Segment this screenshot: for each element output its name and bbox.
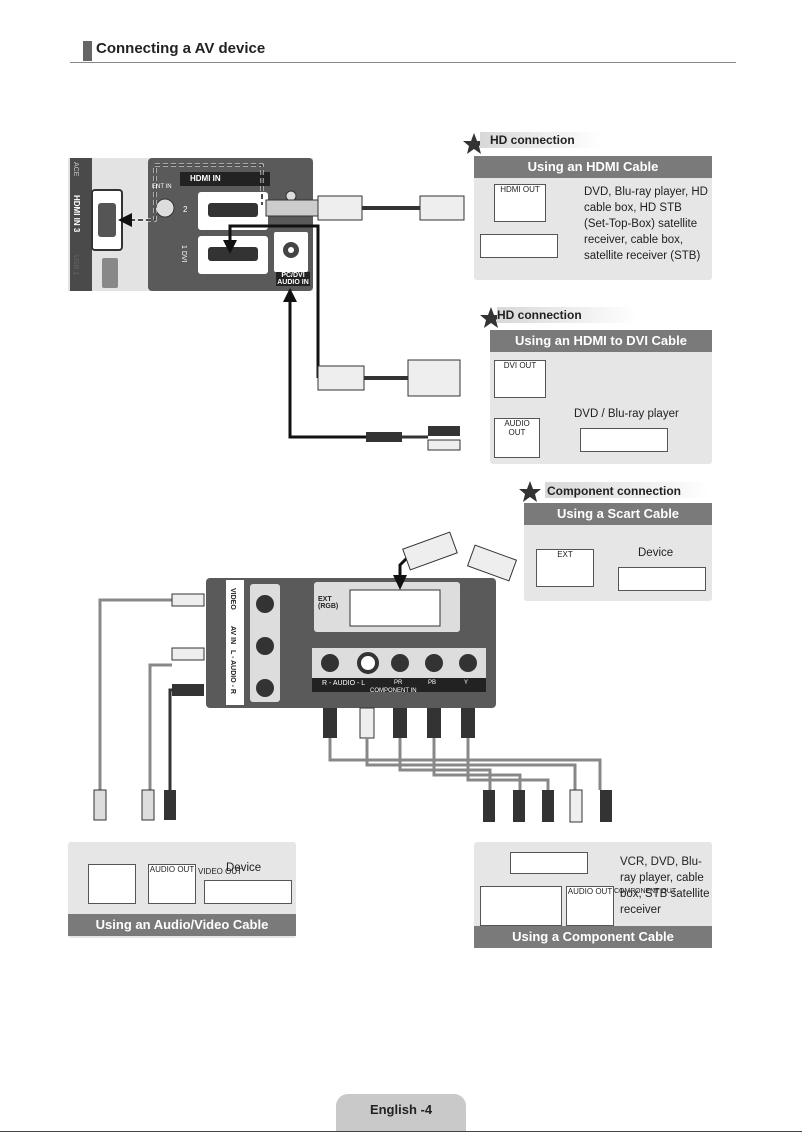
dvi-out-box: DVI OUT bbox=[494, 360, 546, 398]
header-rule bbox=[70, 62, 736, 63]
port1-label: 1 DVI bbox=[180, 245, 187, 263]
pb-label: PB bbox=[428, 680, 437, 686]
video-label: VIDEO bbox=[229, 588, 236, 610]
scart-panel-title: Using a Scart Cable bbox=[524, 503, 712, 525]
av-panel-title: Using an Audio/Video Cable bbox=[68, 914, 296, 936]
pr-label: PR bbox=[394, 680, 403, 686]
av-audio-label: L - AUDIO - R bbox=[229, 650, 236, 694]
audio-cable bbox=[288, 290, 370, 439]
hdmi-out-box: HDMI OUT bbox=[494, 184, 546, 222]
hdmi-in-label: HDMI IN bbox=[190, 174, 221, 183]
ext-label: EXT bbox=[557, 550, 573, 559]
component-audio-label: R - AUDIO - L bbox=[322, 680, 366, 687]
usb-label: USB 1 bbox=[72, 255, 79, 276]
comp-audio-out-box: AUDIO OUT bbox=[566, 886, 614, 926]
hdmi-plug-dvi bbox=[317, 365, 365, 391]
component-panel-title: Using a Component Cable bbox=[474, 926, 712, 948]
av-audio-out-label: AUDIO OUT bbox=[149, 865, 195, 874]
device-icon bbox=[480, 234, 558, 258]
hdmi-description: DVD, Blu-ray player, HD cable box, HD ST… bbox=[584, 186, 708, 262]
av-panel: AUDIO OUT VIDEO OUT Device Using an Audi… bbox=[68, 842, 296, 938]
hdmi-heading: HD connection bbox=[490, 133, 575, 147]
av-video-cable bbox=[98, 598, 172, 800]
scart-description: Device bbox=[638, 547, 674, 559]
audio-out-box: AUDIO OUT bbox=[148, 864, 196, 904]
audio-out-label: AUDIO OUT bbox=[504, 419, 530, 437]
y-label: Y bbox=[464, 680, 469, 686]
hdmi-dvi-panel: Using an HDMI to DVI Cable DVI OUT AUDIO… bbox=[490, 330, 712, 464]
device-icon bbox=[618, 567, 706, 591]
scart-panel: Using a Scart Cable EXT Device bbox=[524, 503, 712, 601]
video-out-box bbox=[88, 864, 136, 904]
component-out-label: COMPONENT OUT bbox=[614, 888, 677, 895]
hdmi-dvi-panel-title: Using an HDMI to DVI Cable bbox=[490, 330, 712, 352]
hdmi-plug-left bbox=[317, 195, 363, 221]
audio-out-box: AUDIO OUT bbox=[494, 418, 540, 458]
ace-label: ACE bbox=[72, 162, 79, 177]
hdmi-panel: Using an HDMI Cable HDMI OUT DVD, Blu-ra… bbox=[474, 156, 712, 280]
hdmi-heading-bar bbox=[480, 132, 600, 148]
scart-heading: Component connection bbox=[547, 484, 681, 498]
av-video-out-label: VIDEO OUT bbox=[198, 867, 243, 876]
dvi-out-label: DVI OUT bbox=[503, 361, 537, 370]
device-icon bbox=[580, 428, 668, 452]
component-cable bbox=[328, 738, 602, 790]
hdmi-dvi-heading: HD connection bbox=[497, 308, 582, 322]
hdmi-dvi-cable bbox=[228, 224, 320, 378]
hdmi-dvi-heading-bar bbox=[497, 307, 637, 323]
star-icon bbox=[480, 307, 502, 328]
hdmi-out-label: HDMI OUT bbox=[500, 185, 540, 194]
ent-in-label: ENT IN bbox=[152, 184, 172, 190]
component-out-box bbox=[480, 886, 562, 926]
hdmi-in3-label: HDMI IN 3 bbox=[72, 195, 81, 233]
hdmi-plug-right bbox=[419, 195, 465, 221]
dvi-plug bbox=[407, 359, 461, 397]
av-in-label-strip bbox=[226, 580, 244, 705]
usb-port bbox=[102, 258, 118, 288]
comp-audio-out-label: AUDIO OUT bbox=[567, 887, 613, 896]
hdmi-panel-title: Using an HDMI Cable bbox=[474, 156, 712, 178]
component-description: VCR, DVD, Blu-ray player, cable box, STB… bbox=[620, 856, 710, 916]
component-in-label: COMPONENT IN bbox=[370, 688, 417, 694]
star-icon bbox=[463, 133, 485, 154]
port2-label: 2 bbox=[183, 205, 188, 214]
ext-box: EXT bbox=[536, 549, 594, 587]
device-icon bbox=[204, 880, 292, 904]
tv-side-strip bbox=[70, 158, 92, 291]
star-icon bbox=[519, 481, 541, 502]
pc-dvi-label: PC/DVI AUDIO IN bbox=[276, 272, 310, 286]
av-audio-cable-r bbox=[168, 688, 172, 800]
av-in-label: AV IN bbox=[229, 626, 236, 645]
page-footer: English -4 bbox=[336, 1094, 466, 1132]
av-audio-cable-l bbox=[148, 663, 172, 800]
component-panel: AUDIO OUT COMPONENT OUT VCR, DVD, Blu-ra… bbox=[474, 842, 712, 948]
ext-rgb-label: EXT (RGB) bbox=[318, 596, 339, 610]
page-title: Connecting a AV device bbox=[96, 40, 266, 57]
hdmi-dvi-description: DVD / Blu-ray player bbox=[574, 408, 679, 420]
device-icon bbox=[510, 852, 588, 874]
hdmi-in-label-bg bbox=[180, 172, 270, 186]
title-bar-marker bbox=[83, 41, 92, 61]
scart-heading-bar bbox=[545, 482, 710, 498]
av-description: Device bbox=[226, 862, 262, 874]
